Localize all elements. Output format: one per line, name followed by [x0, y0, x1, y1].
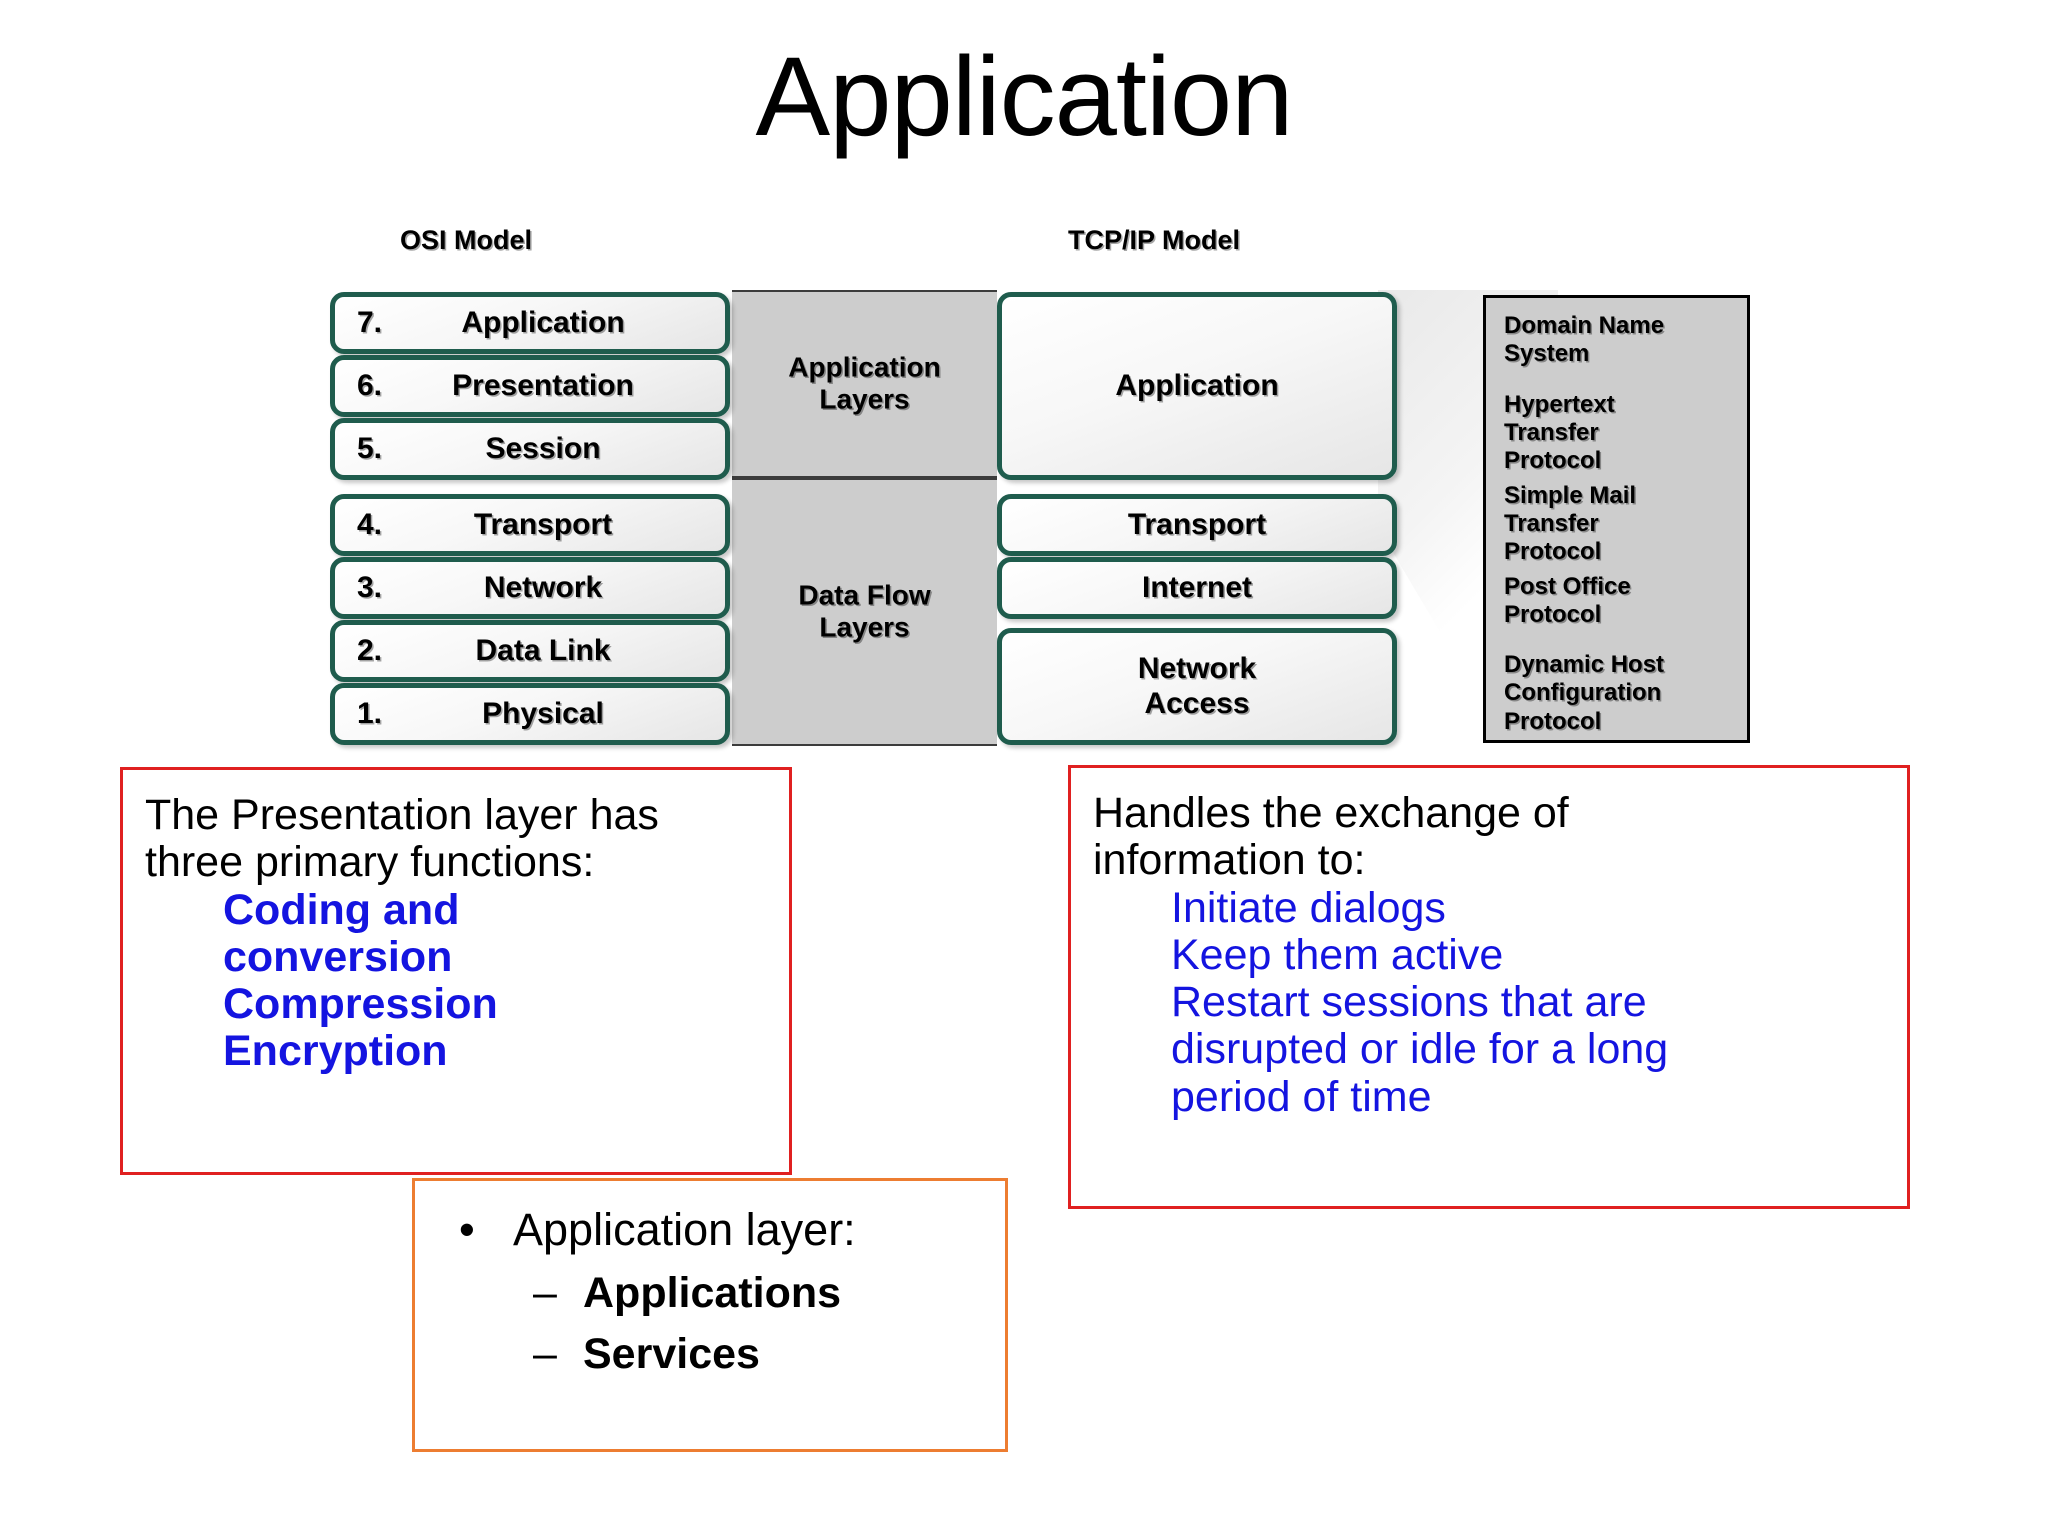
dash-icon: –: [533, 1269, 557, 1318]
presentation-layer-callout: The Presentation layer has three primary…: [120, 767, 792, 1175]
tcpip-layer-transport[interactable]: Transport: [997, 494, 1397, 556]
tcpip-layer-internet[interactable]: Internet: [997, 557, 1397, 619]
protocol-pop: Post Office Protocol: [1504, 573, 1747, 630]
osi-tcpip-diagram: OSI Model TCP/IP Model Application Layer…: [0, 200, 2048, 746]
presentation-layer-text: The Presentation layer has three primary…: [145, 791, 771, 1076]
osi-layer-4-number: 4.: [357, 508, 383, 541]
osi-layer-1[interactable]: 1. Physical: [330, 683, 730, 745]
protocol-pop-line1: Post Office: [1504, 572, 1631, 600]
protocol-dhcp-line1: Dynamic Host: [1504, 651, 1665, 679]
protocol-dns-line1: Domain Name: [1504, 312, 1665, 339]
osi-layer-5[interactable]: 5. Session: [330, 418, 730, 480]
osi-layer-4-label: Transport: [473, 507, 613, 541]
osi-layer-6-label: Presentation: [452, 368, 634, 402]
session-lead-line1: Handles the exchange of: [1093, 789, 1569, 837]
presentation-item-2: Compression: [223, 980, 498, 1029]
osi-layer-7-number: 7.: [357, 306, 383, 339]
osi-layer-5-number: 5.: [357, 432, 383, 465]
presentation-item-3: Encryption: [223, 1027, 448, 1076]
osi-layer-3-label: Network: [483, 570, 603, 604]
protocol-dns: Domain Name System: [1504, 312, 1747, 369]
session-layer-text: Handles the exchange of information to: …: [1093, 789, 1889, 1121]
protocol-http: Hypertext Transfer Protocol: [1504, 391, 1747, 476]
application-subitem-0-label: Applications: [583, 1269, 842, 1318]
tcpip-layer-application-label: Application: [1115, 368, 1279, 402]
page-title: Application: [755, 34, 1294, 159]
presentation-item-1: conversion: [223, 932, 453, 981]
tcpip-layer-internet-label: Internet: [1141, 570, 1252, 604]
application-layer-callout: • Application layer: – Applications – Se…: [412, 1178, 1008, 1452]
application-layers-label-line2: Layers: [819, 384, 910, 415]
application-layers-label: Application Layers: [732, 352, 997, 417]
protocol-smtp-line3: Protocol: [1504, 538, 1602, 566]
protocol-pop-line2: Protocol: [1504, 600, 1602, 628]
application-layers-label-line1: Application: [788, 351, 941, 383]
session-item-4: period of time: [1171, 1072, 1432, 1121]
tcpip-layer-network-access-label: Network Access: [1002, 652, 1392, 722]
protocol-http-line1: Hypertext: [1504, 390, 1615, 418]
osi-layer-7[interactable]: 7. Application: [330, 292, 730, 354]
osi-layer-1-label: Physical: [482, 696, 604, 730]
protocol-dns-line2: System: [1504, 340, 1590, 368]
osi-layer-3[interactable]: 3. Network: [330, 557, 730, 619]
tcpip-layer-transport-label: Transport: [1127, 507, 1267, 541]
application-bullet-text: Application layer:: [513, 1204, 856, 1255]
tcpip-model-header: TCP/IP Model: [1068, 225, 1241, 255]
osi-layer-4[interactable]: 4. Transport: [330, 494, 730, 556]
osi-layer-2[interactable]: 2. Data Link: [330, 620, 730, 682]
osi-layer-6[interactable]: 6. Presentation: [330, 355, 730, 417]
application-subitem-applications: – Applications: [441, 1269, 987, 1317]
osi-layer-2-number: 2.: [357, 634, 383, 667]
presentation-lead-line2: three primary functions:: [145, 838, 595, 887]
protocol-dhcp-line2: Configuration: [1504, 679, 1662, 707]
session-item-0: Initiate dialogs: [1171, 883, 1446, 932]
osi-layer-5-label: Session: [485, 431, 601, 465]
session-item-1: Keep them active: [1171, 930, 1504, 979]
protocol-smtp-line2: Transfer: [1504, 509, 1599, 537]
protocol-smtp: Simple Mail Transfer Protocol: [1504, 482, 1747, 567]
session-item-2: Restart sessions that are: [1171, 978, 1647, 1027]
data-flow-layers-band: Data Flow Layers: [732, 478, 997, 746]
session-layer-callout: Handles the exchange of information to: …: [1068, 765, 1910, 1209]
presentation-item-0: Coding and: [223, 885, 460, 934]
osi-layer-2-label: Data Link: [475, 633, 611, 667]
osi-layer-1-number: 1.: [357, 697, 383, 730]
tcpip-network-access-line2: Access: [1144, 686, 1250, 720]
session-lead-line2: information to:: [1093, 836, 1366, 885]
presentation-lead-line1: The Presentation layer has: [145, 791, 659, 839]
application-layers-band: Application Layers: [732, 290, 997, 478]
tcpip-network-access-line1: Network: [1137, 651, 1257, 685]
osi-layer-6-number: 6.: [357, 369, 383, 402]
tcpip-layer-application[interactable]: Application: [997, 292, 1397, 480]
application-subitem-1-label: Services: [583, 1329, 760, 1378]
protocol-http-line2: Transfer: [1504, 418, 1599, 446]
protocol-http-line3: Protocol: [1504, 447, 1602, 475]
protocol-list: Domain Name System Hypertext Transfer Pr…: [1483, 295, 1750, 743]
application-subitem-services: – Services: [441, 1330, 987, 1378]
osi-model-header: OSI Model: [400, 225, 533, 255]
osi-layer-7-label: Application: [461, 305, 625, 339]
data-flow-layers-label-line1: Data Flow: [798, 579, 931, 611]
bullet-icon: •: [459, 1204, 475, 1255]
protocol-dhcp-line3: Protocol: [1504, 707, 1602, 735]
tcpip-layer-network-access[interactable]: Network Access: [997, 628, 1397, 745]
data-flow-layers-label: Data Flow Layers: [732, 580, 997, 645]
data-flow-layers-label-line2: Layers: [819, 612, 910, 643]
osi-layer-3-number: 3.: [357, 571, 383, 604]
protocol-dhcp: Dynamic Host Configuration Protocol: [1504, 651, 1747, 736]
protocol-smtp-line1: Simple Mail: [1504, 481, 1637, 509]
dash-icon: –: [533, 1329, 557, 1378]
session-item-3: disrupted or idle for a long: [1171, 1025, 1669, 1074]
application-bullet-row: • Application layer:: [441, 1204, 987, 1255]
